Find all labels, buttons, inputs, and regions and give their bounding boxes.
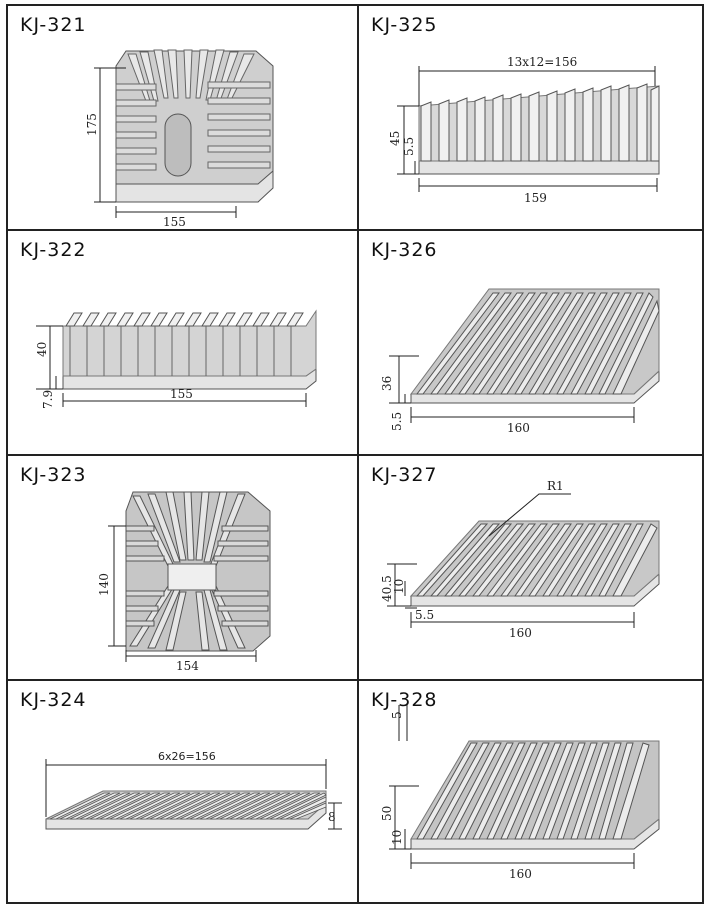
heatsink-body <box>115 49 274 203</box>
product-cell-kj-322: KJ-322 <box>8 231 359 456</box>
dim-base: 5.5 <box>402 137 416 156</box>
dim-height: 8 <box>328 810 336 824</box>
dim-width: 159 <box>524 191 547 205</box>
model-label: KJ-324 <box>20 689 87 711</box>
dimension-lines <box>94 67 237 218</box>
heatsink-body <box>62 309 317 390</box>
heatsink-drawing: 40 7.9 155 <box>35 309 317 409</box>
dim-fin-gap: 5 <box>390 711 404 719</box>
dim-radius: R1 <box>547 479 564 493</box>
heatsink-body <box>125 491 271 652</box>
heatsink-drawing: 140 154 <box>97 491 271 673</box>
dim-width: 160 <box>509 867 532 881</box>
dimension-lines <box>397 66 658 192</box>
dim-fin-pitch: 13x12=156 <box>507 55 577 69</box>
heatsink-drawing: R1 40.5 10 5.5 160 <box>380 479 660 640</box>
model-label: KJ-321 <box>20 14 87 36</box>
heatsink-drawing: 5 50 10 160 <box>380 705 660 881</box>
dim-width: 155 <box>163 215 186 229</box>
model-label: KJ-327 <box>371 464 438 486</box>
model-label: KJ-325 <box>371 14 438 36</box>
dim-height: 40.5 <box>380 575 394 602</box>
dim-height: 50 <box>380 806 394 821</box>
dimension-lines <box>108 525 257 662</box>
dim-width: 160 <box>509 626 532 640</box>
dim-base: 5.5 <box>390 412 404 431</box>
dim-width: 155 <box>170 387 193 401</box>
dim-fin-height: 10 <box>392 579 406 594</box>
dimension-lines <box>387 493 635 628</box>
heatsink-body <box>410 288 660 404</box>
heatsink-drawing: 36 5.5 160 <box>380 288 660 435</box>
product-cell-kj-327: KJ-327 <box>359 456 702 681</box>
model-label: KJ-328 <box>371 689 438 711</box>
dim-base: 7.9 <box>41 390 55 409</box>
product-cell-kj-325: KJ-325 <box>359 6 702 231</box>
dim-base: 10 <box>390 830 404 845</box>
product-cell-kj-328: KJ-328 <box>359 681 702 902</box>
dim-width: 160 <box>507 421 530 435</box>
dimension-lines <box>389 705 635 869</box>
model-label: KJ-323 <box>20 464 87 486</box>
model-label: KJ-326 <box>371 239 438 261</box>
heatsink-drawing: 175 155 <box>85 49 274 229</box>
heatsink-body <box>409 520 660 607</box>
catalog-sheet: KJ-321 <box>6 4 704 904</box>
heatsink-body <box>418 83 660 175</box>
heatsink-drawing: 6x26=156 8 <box>45 750 342 830</box>
dimension-lines <box>36 325 307 407</box>
heatsink-body <box>410 740 660 850</box>
dim-base: 5.5 <box>415 608 434 622</box>
dim-height: 140 <box>97 573 111 596</box>
dimension-lines <box>45 759 342 830</box>
product-cell-kj-324: KJ-324 <box>8 681 359 902</box>
product-cell-kj-323: KJ-323 <box>8 456 359 681</box>
product-cell-kj-326: KJ-326 <box>359 231 702 456</box>
dim-height: 45 <box>388 131 402 146</box>
dim-width: 154 <box>176 659 199 673</box>
heatsink-body <box>45 790 327 830</box>
dimension-lines <box>389 355 635 423</box>
product-cell-kj-321: KJ-321 <box>8 6 359 231</box>
dim-height: 175 <box>85 113 99 136</box>
dim-fin-pitch: 6x26=156 <box>158 750 216 763</box>
dim-height: 36 <box>380 376 394 391</box>
heatsink-drawing: 13x12=156 45 5.5 159 <box>388 55 660 205</box>
model-label: KJ-322 <box>20 239 87 261</box>
dim-height: 40 <box>35 342 49 357</box>
